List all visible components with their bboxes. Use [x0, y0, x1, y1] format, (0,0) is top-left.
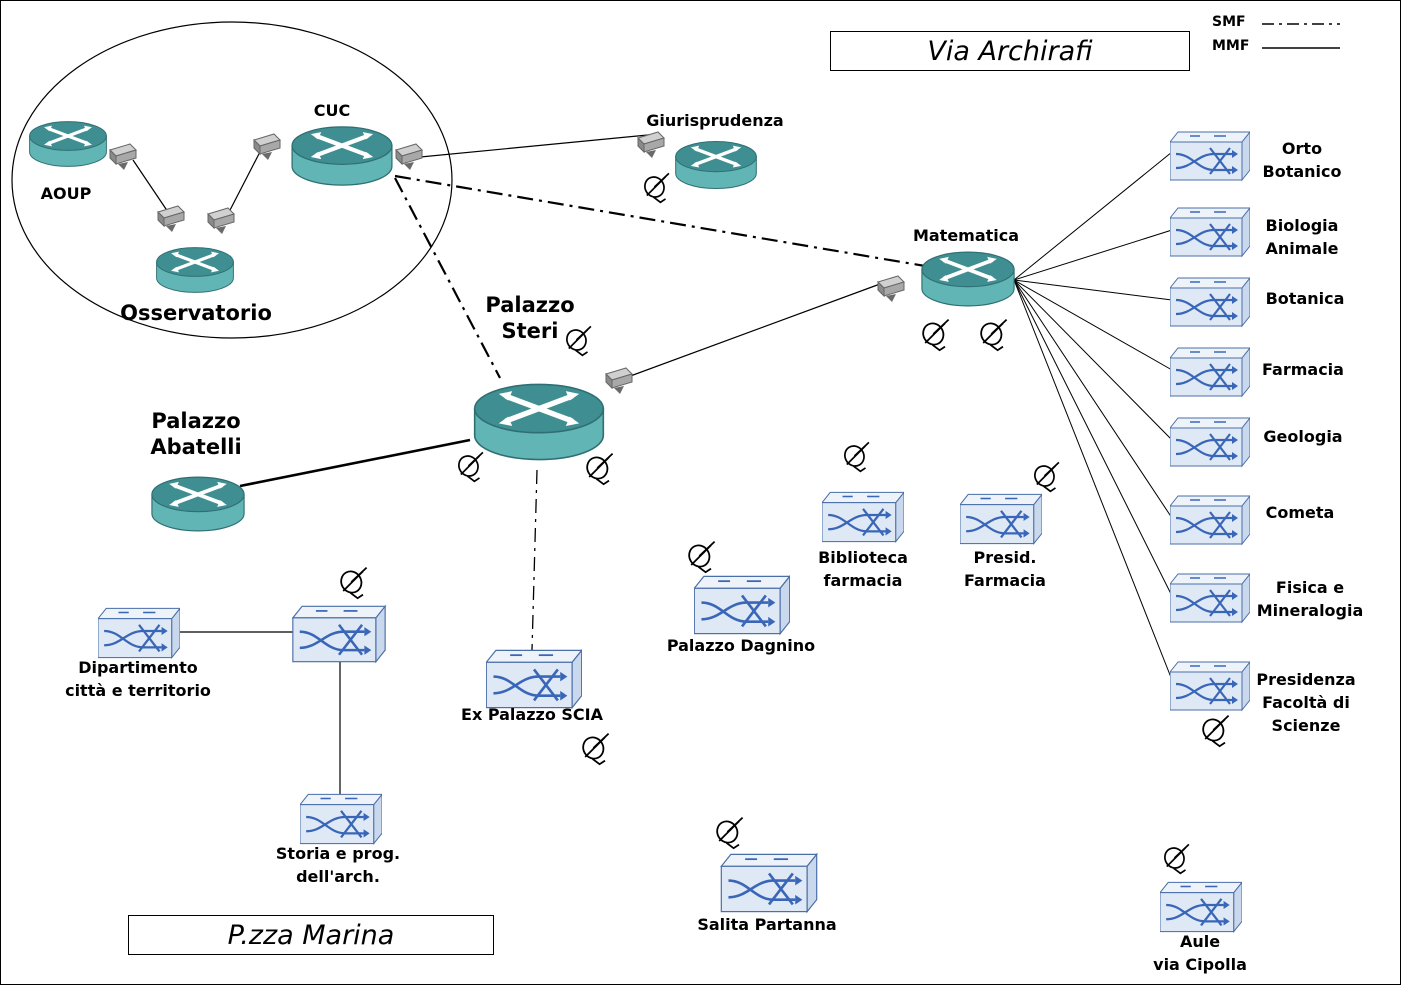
label-cuc: CUC	[313, 101, 351, 120]
label-palazzo-abatelli-text: Palazzo Abatelli	[150, 409, 242, 460]
label-fisica-mineralogia: Fisica e Mineralogia	[1256, 578, 1364, 621]
label-farmacia: Farmacia	[1262, 360, 1344, 379]
link-matematica-orto	[1013, 151, 1173, 281]
switch-cometa[interactable]	[1170, 494, 1250, 546]
links-layer	[132, 23, 1340, 795]
antenna-steri-left	[454, 451, 484, 483]
router-cuc[interactable]	[292, 127, 392, 185]
link-matematica-fisica	[1013, 279, 1173, 597]
antenna-presidenza	[1198, 714, 1230, 748]
area-box-pzza-marina: P.zza Marina	[128, 915, 494, 955]
switch-ex-palazzo-scia[interactable]	[486, 649, 582, 709]
switch-fisica-mineralogia[interactable]	[1170, 572, 1250, 624]
label-geologia: Geologia	[1263, 427, 1343, 446]
link-cuc-steri	[394, 177, 501, 379]
link-steri-matematica	[624, 283, 881, 379]
router-matematica[interactable]	[922, 252, 1014, 306]
label-aule-cipolla: Aule via Cipolla	[1153, 932, 1247, 975]
area-label-pzza-marina: P.zza Marina	[227, 919, 395, 951]
label-orto-botanico: Orto Botanico	[1262, 139, 1342, 182]
legend-mmf-label: MMF	[1212, 38, 1250, 54]
antenna-dagnino	[684, 540, 716, 574]
link-aoup-osservatorio	[132, 159, 169, 213]
switch-biblioteca-farmacia[interactable]	[822, 491, 904, 543]
switch-pzza-marina-hub[interactable]	[291, 604, 387, 664]
switch-aule-cipolla[interactable]	[1160, 881, 1242, 933]
switch-biologia-animale[interactable]	[1170, 206, 1250, 258]
switch-salita-partanna[interactable]	[720, 853, 818, 913]
label-matematica: Matematica	[912, 226, 1020, 245]
antenna-matematica-a	[918, 318, 950, 352]
connector-aoup	[109, 143, 137, 171]
link-steri-abatelli	[239, 438, 471, 488]
antenna-biblioteca	[840, 441, 870, 473]
switch-botanica[interactable]	[1170, 276, 1250, 328]
label-palazzo-abatelli: Palazzo Abatelli	[150, 408, 241, 461]
link-matematica-geologia	[1013, 279, 1173, 441]
switch-presid-farmacia[interactable]	[960, 493, 1042, 545]
connector-osservatorio-a	[157, 205, 185, 233]
antenna-giurisprudenza	[640, 172, 670, 204]
core-ring	[11, 21, 453, 339]
label-presidenza-scienze: Presidenza Facoltà di Scienze	[1256, 670, 1356, 736]
label-palazzo-dagnino: Palazzo Dagnino	[666, 636, 816, 655]
antenna-scia	[578, 732, 610, 766]
antenna-aule-cipolla	[1160, 843, 1190, 875]
router-osservatorio[interactable]	[155, 245, 235, 295]
switch-dipartimento-citta[interactable]	[98, 607, 180, 659]
label-salita-partanna: Salita Partanna	[697, 915, 837, 934]
switch-farmacia[interactable]	[1170, 346, 1250, 398]
antenna-matematica-b	[976, 318, 1008, 352]
antenna-salita-partanna	[712, 816, 744, 850]
switch-orto-botanico[interactable]	[1170, 130, 1250, 182]
label-cometa: Cometa	[1265, 503, 1335, 522]
switch-presidenza-scienze[interactable]	[1170, 660, 1250, 712]
area-box-via-archirafi: Via Archirafi	[830, 31, 1190, 71]
label-giurisprudenza: Giurisprudenza	[646, 111, 784, 130]
link-steri-scia	[531, 469, 538, 651]
label-palazzo-steri-text: Palazzo Steri	[485, 293, 575, 344]
switch-geologia[interactable]	[1170, 416, 1250, 468]
label-storia-prog: Storia e prog. dell'arch.	[275, 844, 401, 887]
switch-palazzo-dagnino[interactable]	[694, 575, 790, 635]
link-matematica-cometa	[1013, 279, 1173, 519]
router-aoup[interactable]	[28, 119, 108, 169]
connector-steri	[605, 367, 633, 395]
label-botanica: Botanica	[1265, 289, 1345, 308]
link-osservatorio-cuc	[227, 147, 263, 215]
link-cuc-matematica	[394, 174, 926, 268]
link-matematica-botanica	[1013, 279, 1173, 301]
link-matematica-farmacia	[1013, 279, 1173, 371]
router-palazzo-abatelli[interactable]	[152, 477, 244, 531]
router-giurisprudenza[interactable]	[674, 139, 758, 191]
switch-storia-prog[interactable]	[300, 793, 382, 845]
area-label-via-archirafi: Via Archirafi	[927, 35, 1093, 67]
label-biologia-animale: Biologia Animale	[1265, 216, 1339, 259]
antenna-pzza-marina	[336, 566, 368, 600]
antenna-steri-right	[582, 452, 614, 486]
router-palazzo-steri[interactable]	[475, 384, 604, 459]
legend-smf-label: SMF	[1212, 14, 1246, 30]
link-cuc-giurisprudenza	[409, 133, 659, 159]
antenna-presid-farmacia	[1030, 461, 1060, 493]
connector-matematica	[877, 275, 905, 303]
link-matematica-presidenza	[1013, 279, 1173, 681]
label-palazzo-steri: Palazzo Steri	[485, 292, 574, 345]
label-osservatorio: Osservatorio	[120, 301, 272, 325]
label-biblioteca-farmacia: Biblioteca farmacia	[818, 548, 908, 591]
label-dipartimento-citta: Dipartimento città e territorio	[65, 658, 211, 701]
link-matematica-biologia	[1013, 229, 1173, 281]
label-ex-palazzo-scia: Ex Palazzo SCIA	[461, 705, 603, 724]
connector-cuc-right	[395, 143, 423, 171]
connector-osservatorio-b	[207, 207, 235, 235]
label-aoup: AOUP	[40, 184, 92, 203]
label-presid-farmacia: Presid. Farmacia	[964, 548, 1046, 591]
